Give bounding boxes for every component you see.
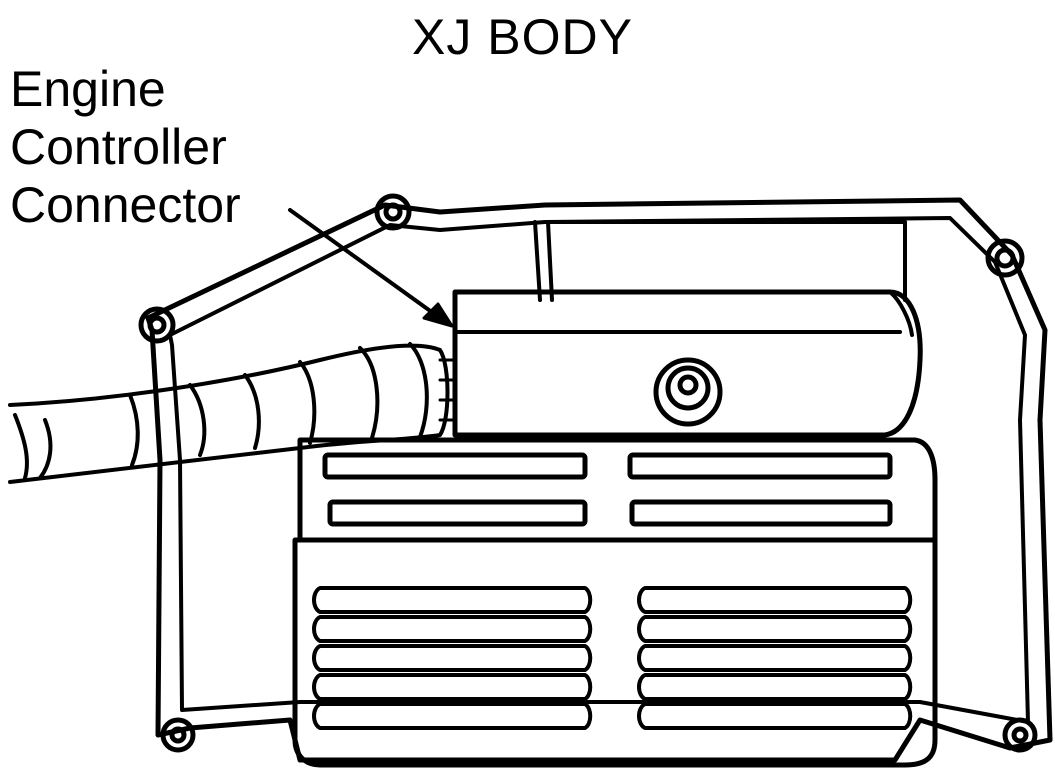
controller-module <box>292 437 938 768</box>
callout-label: Engine Controller Connector <box>10 60 241 234</box>
callout-line-1: Engine <box>10 61 166 117</box>
wiring-harness <box>8 342 457 484</box>
callout-leader-arrow <box>288 208 454 328</box>
mounting-bolt-top-right <box>985 238 1025 278</box>
callout-line-3: Connector <box>10 177 241 233</box>
cooling-fins-left <box>312 586 593 730</box>
callout-line-2: Controller <box>10 119 227 175</box>
diagram-title: XJ BODY <box>412 9 633 65</box>
connector-bolt <box>653 357 723 427</box>
connector-housing <box>452 289 923 438</box>
mounting-bolt-top-center <box>374 193 412 231</box>
mounting-bolt-bottom-right <box>1002 717 1038 753</box>
cooling-fins-right <box>637 586 913 730</box>
mounting-bolt-bottom-left <box>160 717 196 753</box>
mounting-bolt-top-left <box>138 306 176 344</box>
mounting-bracket <box>145 197 1053 763</box>
